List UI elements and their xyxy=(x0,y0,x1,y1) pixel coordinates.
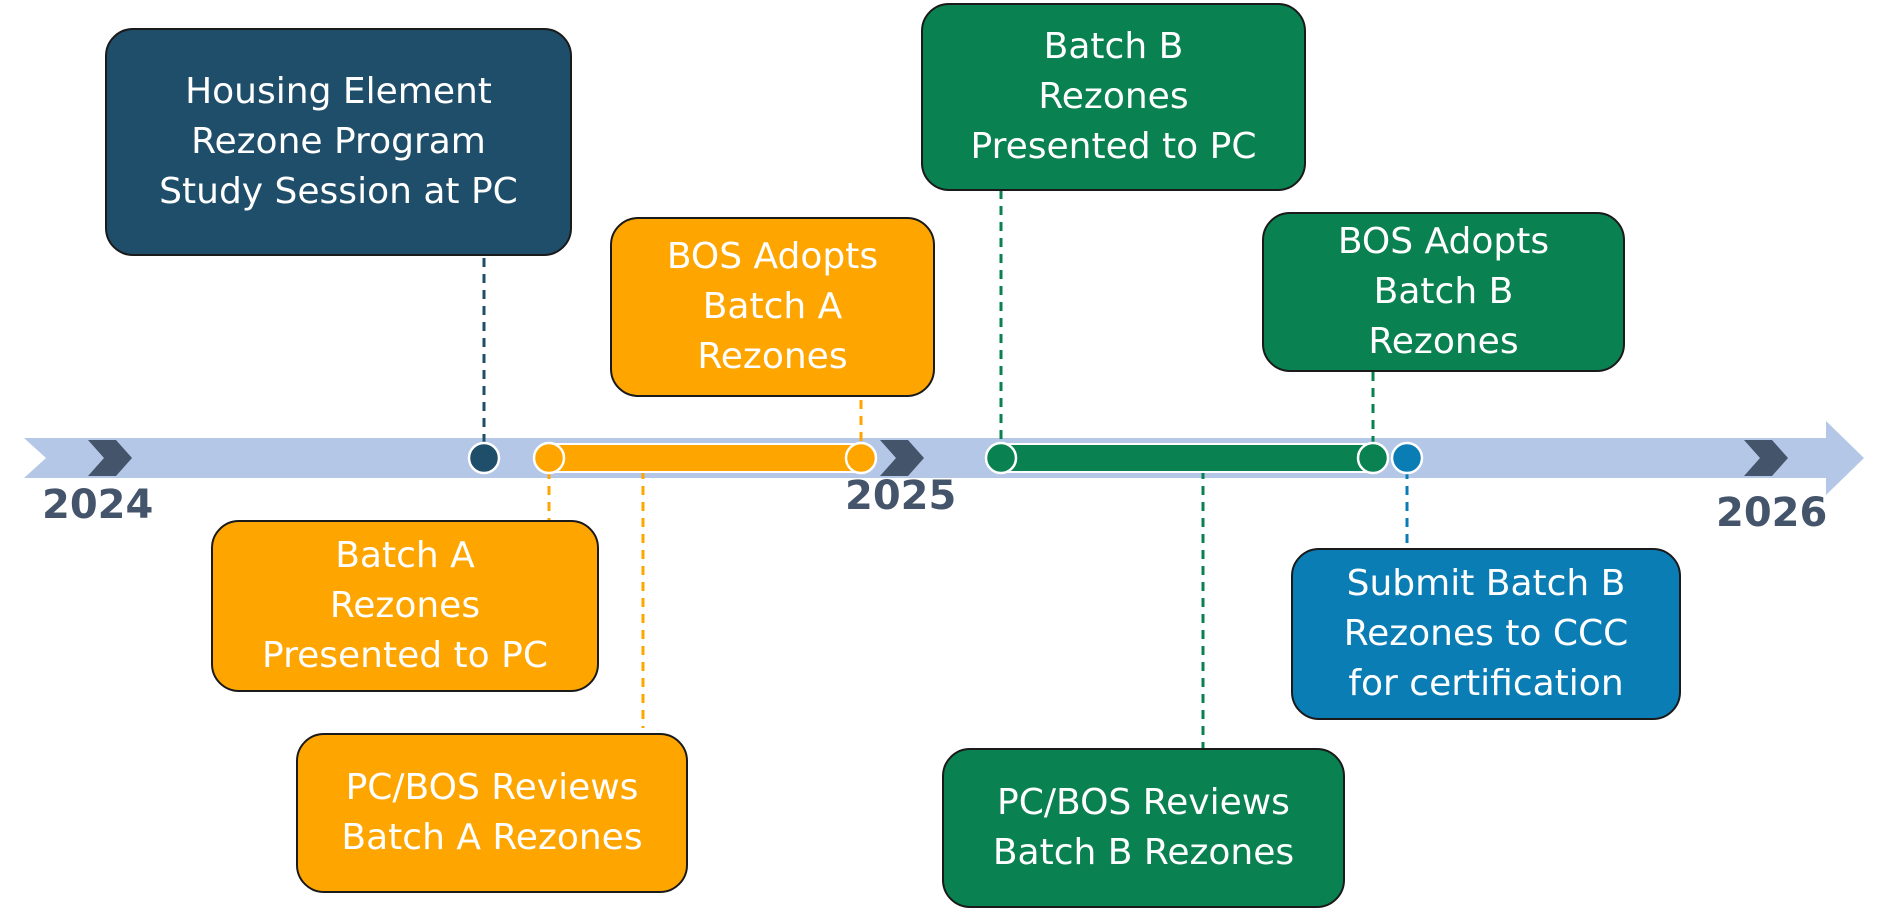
milestone-submit-ccc xyxy=(1390,441,1424,475)
event-batch-b-adopted: BOS Adopts Batch B Rezones xyxy=(1262,212,1625,372)
event-batch-a-adopted: BOS Adopts Batch A Rezones xyxy=(610,217,935,397)
chevron-icon xyxy=(1744,440,1788,476)
milestone-study-session xyxy=(467,441,501,475)
event-batch-b-reviews: PC/BOS Reviews Batch B Rezones xyxy=(942,748,1345,908)
year-label-2024: 2024 xyxy=(42,482,154,528)
event-study-session: Housing Element Rezone Program Study Ses… xyxy=(105,28,572,256)
milestone-batch-b-start xyxy=(984,441,1018,475)
chevron-icon xyxy=(88,440,132,476)
year-label-2026: 2026 xyxy=(1716,490,1828,536)
event-batch-b-presented: Batch B Rezones Presented to PC xyxy=(921,3,1306,191)
event-submit-ccc: Submit Batch B Rezones to CCC for certif… xyxy=(1291,548,1681,720)
batch-a-duration-bar xyxy=(548,443,862,473)
milestone-batch-b-end xyxy=(1356,441,1390,475)
event-batch-a-reviews: PC/BOS Reviews Batch A Rezones xyxy=(296,733,688,893)
milestone-batch-a-end xyxy=(844,441,878,475)
chevron-icon xyxy=(880,440,924,476)
milestone-batch-a-start xyxy=(532,441,566,475)
event-batch-a-presented: Batch A Rezones Presented to PC xyxy=(211,520,599,692)
batch-b-duration-bar xyxy=(1000,443,1374,473)
year-label-2025: 2025 xyxy=(845,473,957,519)
